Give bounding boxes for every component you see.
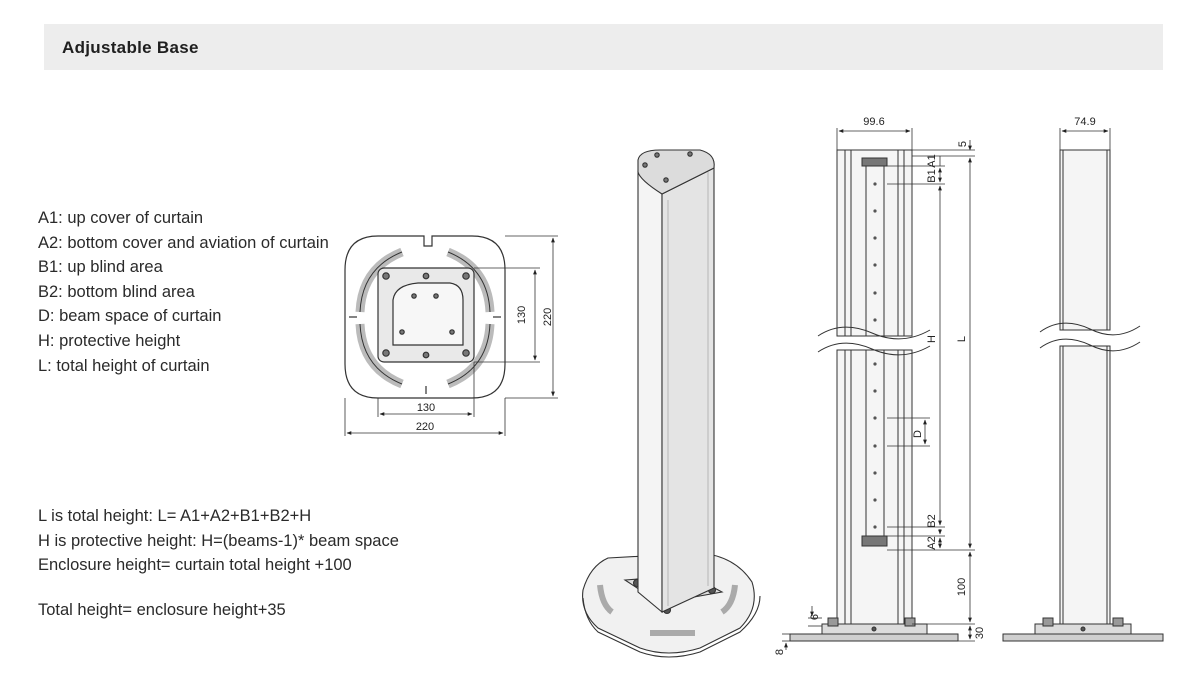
legend-item-h: H: protective height	[38, 331, 181, 350]
iso-column-side	[661, 167, 715, 613]
b2-label: B2	[926, 514, 938, 527]
end-column-lower	[1059, 345, 1111, 625]
base-inner-height-label: 130	[516, 306, 528, 324]
base-dimensions	[344, 235, 558, 436]
side-width-label: 99.6	[863, 116, 884, 128]
b1-label: B1	[926, 169, 938, 182]
plate-height-label: 8	[774, 649, 786, 655]
base-outline	[344, 235, 506, 399]
formula-total-length: L is total height: L= A1+A2+B1+B2+H	[38, 507, 312, 525]
base-inner-width-label: 130	[417, 402, 435, 414]
base-top-view	[344, 235, 506, 399]
end-column-upper	[1059, 149, 1111, 331]
isometric-column	[582, 149, 761, 658]
l-label: L	[956, 336, 968, 342]
foot-gap-label: 6	[809, 614, 821, 620]
h-label: H	[926, 335, 938, 343]
formula-enclosure-height: Enclosure height= curtain total height +…	[38, 556, 352, 575]
formula-total-height: Total height= enclosure height+35	[38, 601, 286, 619]
base-height-label: 30	[974, 627, 986, 639]
post-outline	[392, 282, 464, 346]
d-label: D	[912, 430, 924, 438]
top-gap-label: 5	[957, 141, 969, 147]
formula-protective-height: H is protective height: H=(beams-1)* bea…	[38, 531, 399, 550]
legend-item-d: D: beam space of curtain	[38, 307, 222, 326]
side-view	[789, 149, 959, 642]
beam-emitters	[873, 182, 877, 529]
legend-item-b2: B2: bottom blind area	[38, 282, 195, 301]
legend-item-b1: B1: up blind area	[38, 258, 163, 277]
end-width-label: 74.9	[1074, 116, 1095, 128]
title-bar: Adjustable Base	[44, 24, 1163, 70]
legend-item-a1: A1: up cover of curtain	[38, 209, 204, 227]
a2-label: A2	[926, 536, 938, 549]
iso-column-front	[637, 170, 663, 614]
page-title: Adjustable Base	[62, 38, 199, 57]
side-column-upper	[836, 149, 913, 337]
break-line	[1039, 322, 1141, 336]
legend-item-a2: A2: bottom cover and aviation of curtain	[38, 233, 329, 252]
break-line	[817, 326, 931, 340]
base-outer-width-label: 220	[416, 421, 434, 433]
formula-list: L is total height: L= A1+A2+B1+B2+H H is…	[38, 504, 399, 578]
side-dimensions	[782, 128, 975, 650]
a1-label: A1	[926, 154, 938, 167]
iso-column-top	[637, 149, 715, 195]
legend-item-l: L: total height of curtain	[38, 356, 210, 375]
base-outer-height-label: 220	[542, 308, 554, 326]
enclosure-extra-label: 100	[956, 578, 968, 596]
end-view	[1002, 128, 1164, 642]
legend-list: A1: up cover of curtain A2: bottom cover…	[38, 206, 329, 378]
